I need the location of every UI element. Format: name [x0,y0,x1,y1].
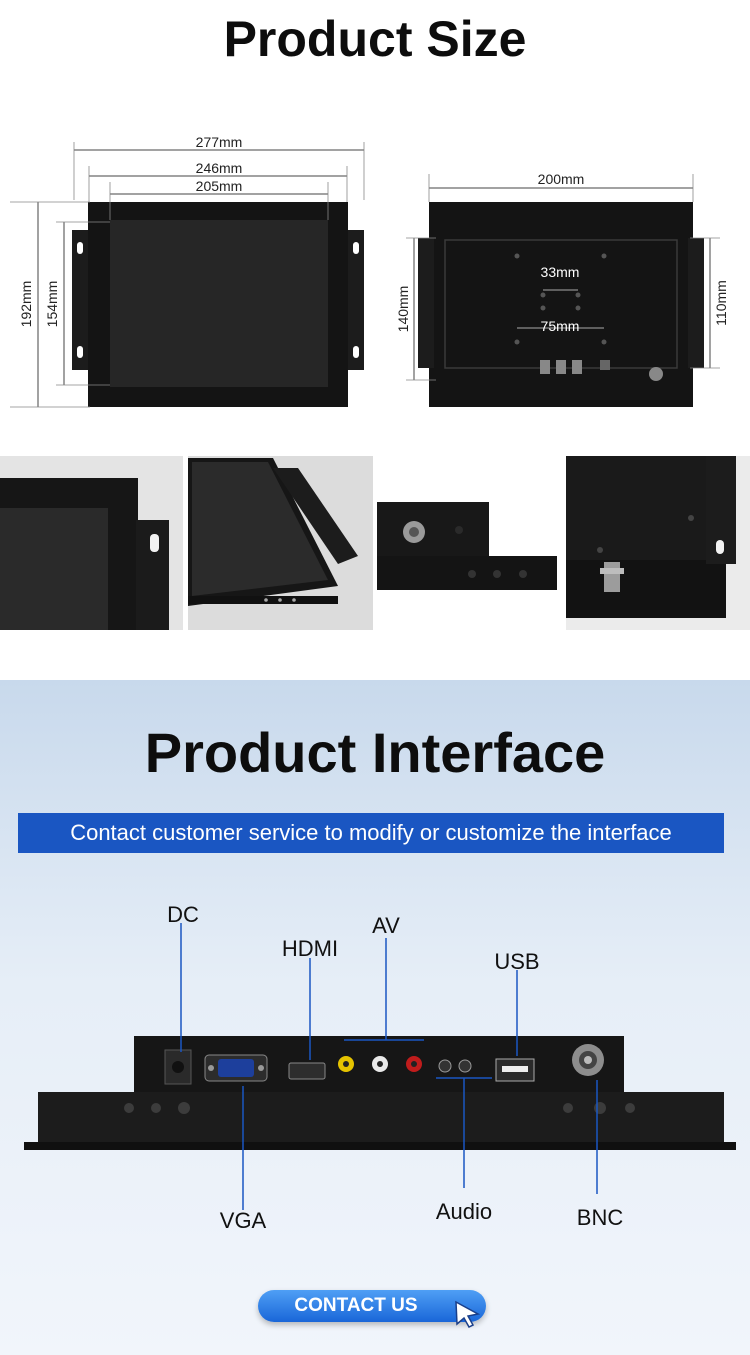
back-view-drawing: 200mm 33mm 75mm 140mm 110mm [395,171,729,407]
product-interface-title: Product Interface [144,721,606,784]
port-label-usb: USB [494,949,539,974]
front-width-body: 246mm [196,160,243,176]
contact-us-label: CONTACT US [294,1295,418,1316]
front-width-screen: 205mm [196,178,243,194]
port-label-dc: DC [167,902,199,927]
detail-photo-corner [0,456,183,630]
detail-photo-bezel [188,456,373,630]
back-height-outer: 140mm [395,286,411,333]
front-width-outer: 277mm [196,134,243,150]
customize-interface-banner: Contact customer service to modify or cu… [18,813,724,853]
contact-us-button[interactable]: CONTACT US [258,1290,486,1328]
interface-ports-diagram: DC HDMI AV USB VGA Audio BNC [24,902,736,1233]
back-vesa-large: 75mm [541,318,580,334]
front-height-outer: 192mm [18,281,34,328]
port-label-av: AV [372,913,400,938]
detail-photo-bnc-side [377,456,561,630]
port-label-bnc: BNC [577,1205,624,1230]
front-height-screen: 154mm [44,281,60,328]
port-label-hdmi: HDMI [282,936,338,961]
back-height-panel: 110mm [713,280,729,326]
front-view-drawing: 277mm 246mm 205mm 192mm 154mm [10,134,365,408]
product-size-title: Product Size [223,11,527,67]
port-label-vga: VGA [220,1208,267,1233]
cursor-pointer-icon [455,1300,480,1328]
dimension-drawings: 277mm 246mm 205mm 192mm 154mm [10,134,729,408]
port-label-audio: Audio [436,1199,492,1224]
detail-photo-bnc-back [566,456,750,630]
back-width: 200mm [538,171,585,187]
product-interface-section [0,680,750,1355]
back-vesa-small: 33mm [541,264,580,280]
